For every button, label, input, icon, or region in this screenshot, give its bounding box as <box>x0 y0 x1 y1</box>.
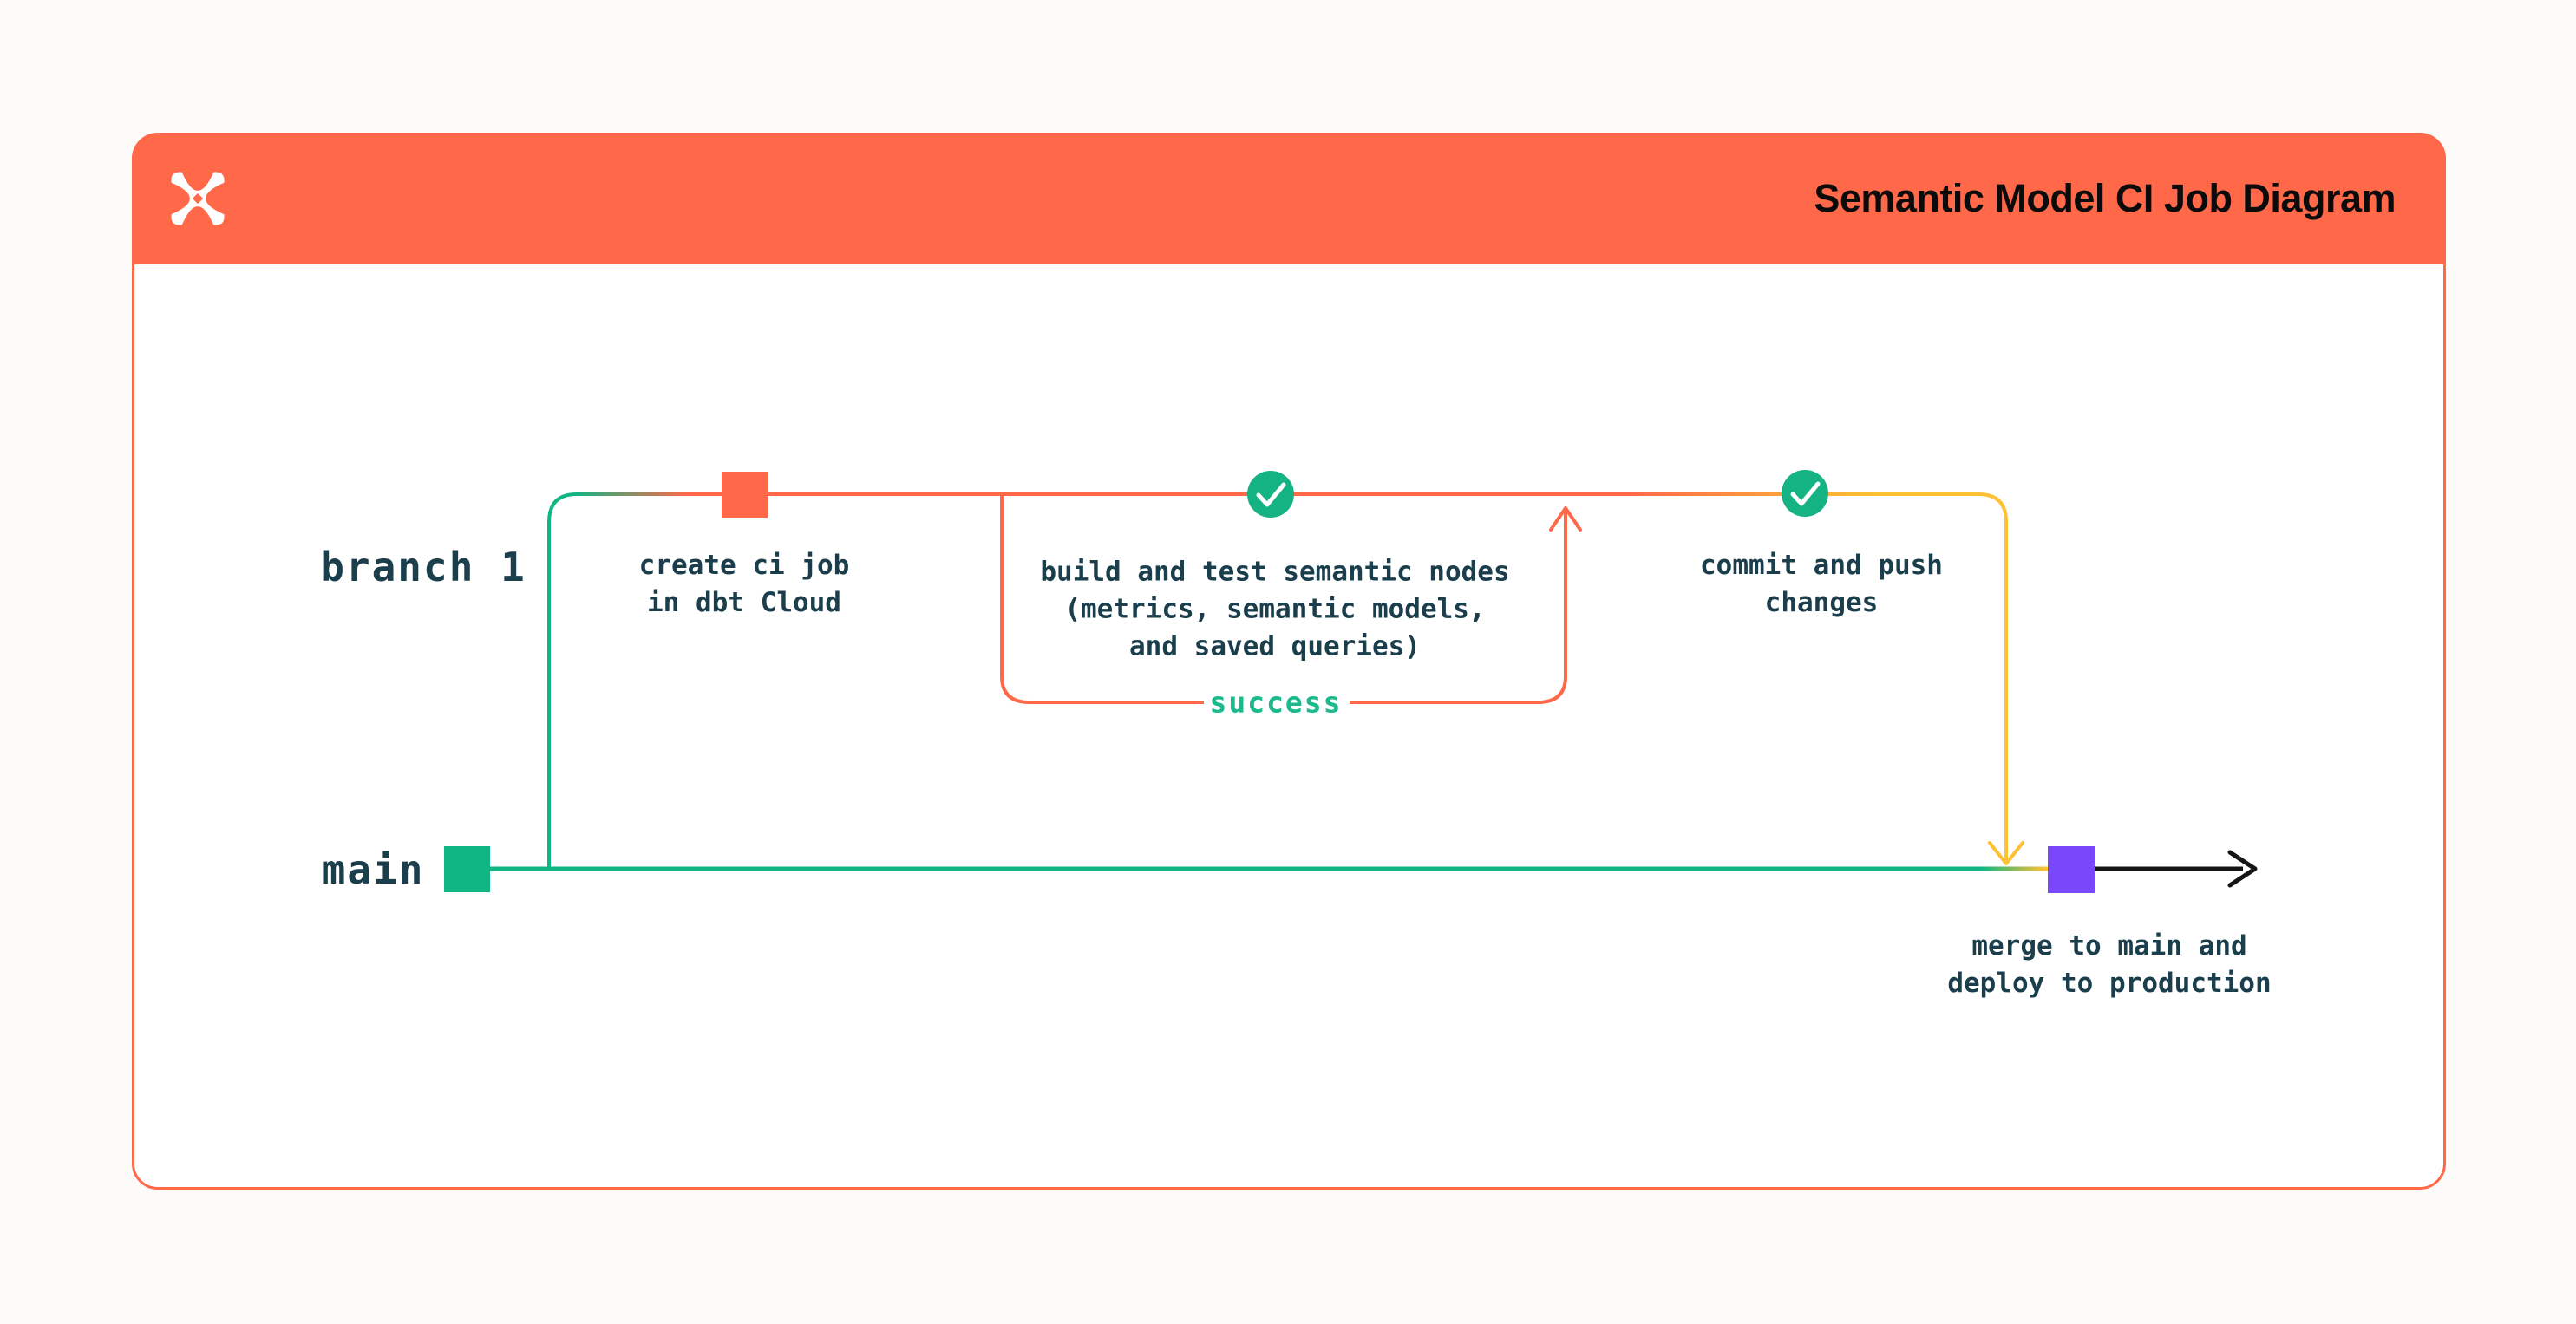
node-label-merge-deploy: merge to main and deploy to production <box>1947 930 2272 999</box>
success-label: success <box>1209 685 1343 720</box>
node-label-create-ci-job: create ci job in dbt Cloud <box>638 550 850 618</box>
main-label: main <box>321 846 425 893</box>
node-label-commit-push: commit and push changes <box>1700 550 1943 618</box>
dbt-logo-icon <box>171 172 225 225</box>
card-header: Semantic Model CI Job Diagram <box>132 133 2446 264</box>
branch-1-label: branch 1 <box>320 544 526 590</box>
diagram-card: Semantic Model CI Job Diagram <box>132 133 2446 1190</box>
node-label-build-test: build and test semantic nodes (metrics, … <box>1040 556 1510 662</box>
page-title: Semantic Model CI Job Diagram <box>1814 176 2396 220</box>
